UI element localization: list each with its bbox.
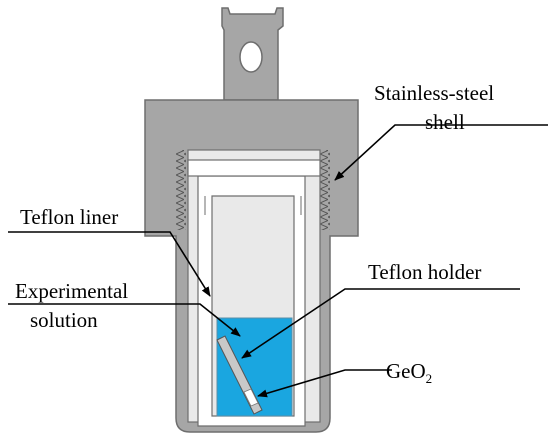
leader-liner — [8, 231, 211, 297]
liner-lid — [187, 159, 321, 177]
label-geo2-main: GeO — [386, 359, 426, 383]
leader-holder — [241, 288, 520, 359]
thread-left — [176, 150, 186, 230]
leader-shell — [334, 124, 548, 181]
label-geo2-sub: 2 — [426, 371, 433, 386]
hanger-hole — [239, 41, 263, 73]
label-teflon-holder: Teflon holder — [368, 260, 481, 284]
geo2-sample — [243, 388, 259, 407]
label-solution-line2: solution — [30, 308, 98, 332]
label-teflon-liner: Teflon liner — [20, 205, 118, 229]
leader-geo2 — [257, 369, 392, 398]
label-geo2: GeO2 — [386, 359, 432, 386]
label-shell-line2: shell — [425, 110, 465, 134]
thread-right — [320, 150, 330, 230]
leader-solution — [8, 303, 241, 337]
label-shell-line1: Stainless-steel — [374, 81, 494, 105]
label-solution-line1: Experimental — [15, 279, 128, 303]
